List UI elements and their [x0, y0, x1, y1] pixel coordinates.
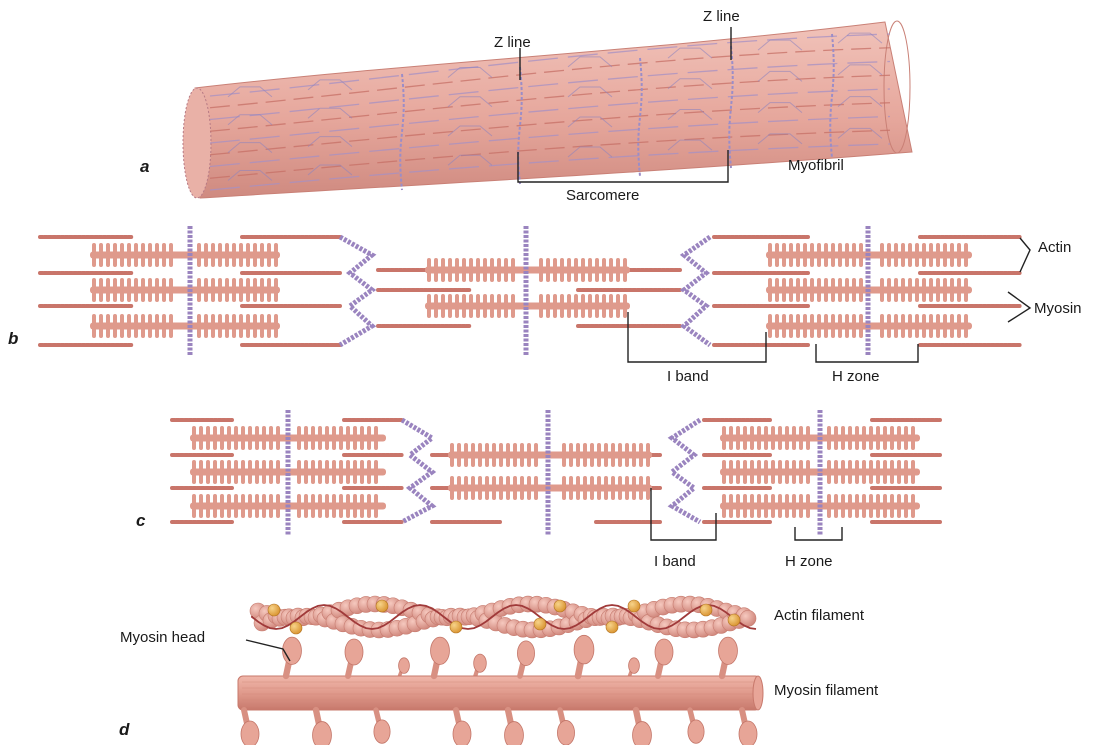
myosin-head: [739, 710, 757, 745]
myosin-head: [374, 710, 390, 743]
h-zone-label-b: H zone: [832, 368, 880, 385]
myosin-head: [241, 710, 259, 745]
troponin-bead: [290, 622, 302, 634]
myosin-head: [431, 637, 450, 676]
panel-c: I band H zone c: [136, 410, 940, 570]
myosin-head: [505, 710, 524, 745]
troponin-bead: [728, 614, 740, 626]
myosin-head-label: Myosin head: [120, 629, 205, 646]
myosin-thick-filament: [90, 245, 280, 265]
actin-label: Actin: [1038, 239, 1071, 256]
panel-b: Actin Myosin I band H zone b: [8, 226, 1082, 385]
myosin-head: [283, 637, 302, 676]
myosin-head: [345, 639, 363, 676]
z-line-label-right: Z line: [703, 8, 740, 25]
myosin-head: [557, 710, 574, 745]
troponin-bead: [700, 604, 712, 616]
myosin-head-leader: [246, 640, 290, 661]
troponin-bead: [268, 604, 280, 616]
myofibril-label: Myofibril: [788, 157, 844, 174]
myosin-filament-rod: [238, 676, 760, 710]
myosin-head: [688, 710, 704, 743]
panel-letter-b: b: [8, 329, 18, 348]
panel-letter-a: a: [140, 157, 149, 176]
i-band-bracket-b: [628, 312, 766, 362]
troponin-bead: [376, 600, 388, 612]
myosin-head: [719, 637, 738, 676]
myosin-head: [313, 710, 332, 745]
panel-letter-c: c: [136, 511, 146, 530]
myosin-head: [574, 635, 594, 676]
panel-letter-d: d: [119, 720, 130, 739]
actin-filament-label: Actin filament: [774, 607, 865, 624]
z-line-label-left: Z line: [494, 34, 531, 51]
myosin-thick-filament: [90, 316, 280, 336]
sarcomere-relaxed: [40, 226, 1020, 355]
myosin-head: [633, 710, 652, 745]
panel-d: Myosin head Actin filament Myosin filame…: [119, 596, 879, 745]
h-zone-label-c: H zone: [785, 553, 833, 570]
troponin-bead: [606, 621, 618, 633]
troponin-bead: [554, 600, 566, 612]
sarcomere-label: Sarcomere: [566, 187, 639, 204]
troponin-bead: [628, 600, 640, 612]
myosin-head: [655, 639, 673, 676]
panel-a: Z line Z line Sarcomere Myofibril a: [140, 8, 912, 204]
i-band-label-c: I band: [654, 553, 696, 570]
actin-bracket: [1020, 238, 1030, 272]
z-disc-zigzag: [402, 420, 432, 522]
myosin-head: [517, 641, 534, 676]
myosin-head: [453, 710, 471, 745]
z-disc-zigzag: [340, 237, 372, 345]
myofibril-cut-end: [183, 88, 211, 198]
z-disc-zigzag: [684, 237, 710, 345]
z-disc-zigzag: [672, 420, 700, 522]
myosin-label: Myosin: [1034, 300, 1082, 317]
myosin-filament-label: Myosin filament: [774, 682, 879, 699]
actin-filament: [250, 596, 756, 638]
myosin-thick-filament: [90, 280, 280, 300]
troponin-bead: [534, 618, 546, 630]
troponin-bead: [450, 621, 462, 633]
i-band-label-b: I band: [667, 368, 709, 385]
sarcomere-contracted: [172, 410, 940, 536]
